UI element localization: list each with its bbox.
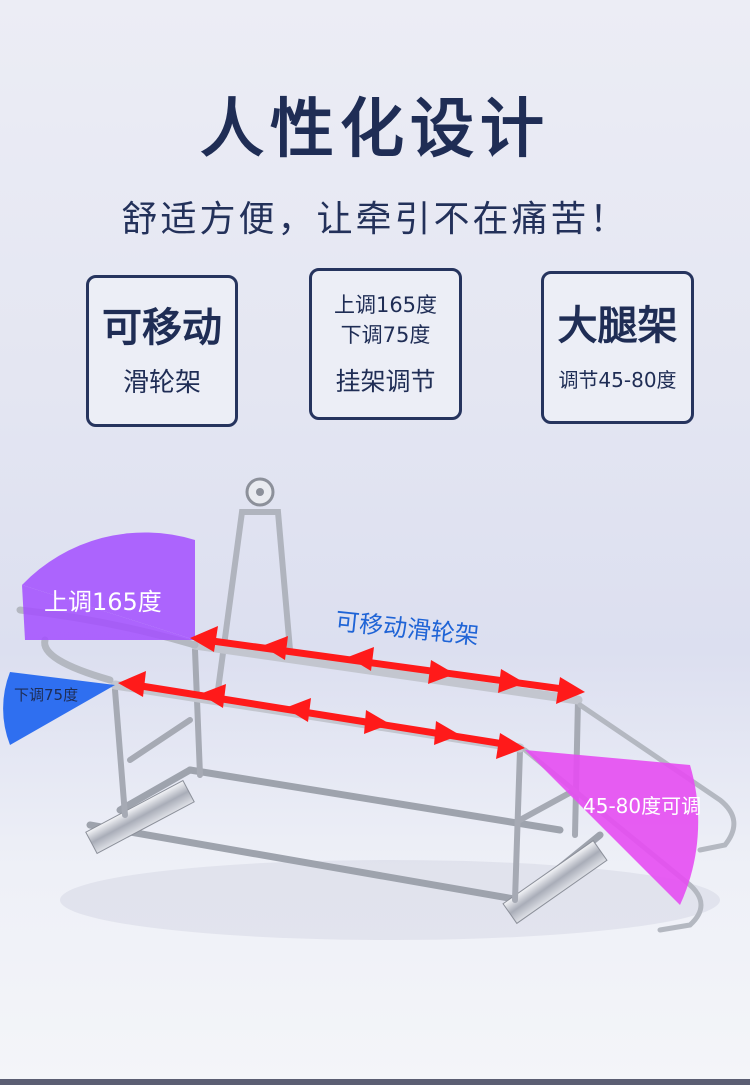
floor-shadow (60, 860, 720, 940)
right-foot-bar (502, 839, 608, 925)
feature-card-thigh: 大腿架 调节45-80度 (541, 271, 694, 424)
bottom-bar (0, 1079, 750, 1085)
feature-card-hanger: 上调165度 下调75度 挂架调节 (309, 268, 462, 420)
card-title: 可移动 (102, 304, 222, 351)
card-title: 大腿架 (557, 303, 678, 349)
label-slide: 可移动滑轮架 (334, 607, 480, 650)
page-subtitle: 舒适方便，让牵引不在痛苦！ (121, 199, 629, 240)
thigh-rest (522, 702, 737, 933)
arrow-lower (118, 671, 525, 759)
label-up: 上调165度 (44, 588, 162, 616)
thigh-adjust-wedge (525, 750, 699, 905)
card-line-down: 下调75度 (340, 323, 431, 347)
card-subtitle: 滑轮架 (122, 367, 201, 398)
arrow-upper (190, 626, 585, 704)
pulley-hub (256, 488, 264, 496)
frame-posts (112, 647, 581, 903)
page-title: 人性化设计 (200, 93, 550, 167)
left-foot-bar (85, 779, 195, 855)
pulley-mast (215, 509, 293, 693)
feature-card-pulley: 可移动 滑轮架 (86, 275, 238, 427)
card-line-up: 上调165度 (333, 292, 438, 317)
label-thigh: 45-80度可调 (583, 794, 701, 818)
card-subtitle: 挂架调节 (335, 367, 436, 397)
down-adjust-wedge (3, 672, 116, 745)
card-subtitle: 调节45-80度 (558, 368, 677, 392)
label-down: 下调75度 (14, 686, 78, 704)
up-adjust-wedge (22, 532, 195, 640)
